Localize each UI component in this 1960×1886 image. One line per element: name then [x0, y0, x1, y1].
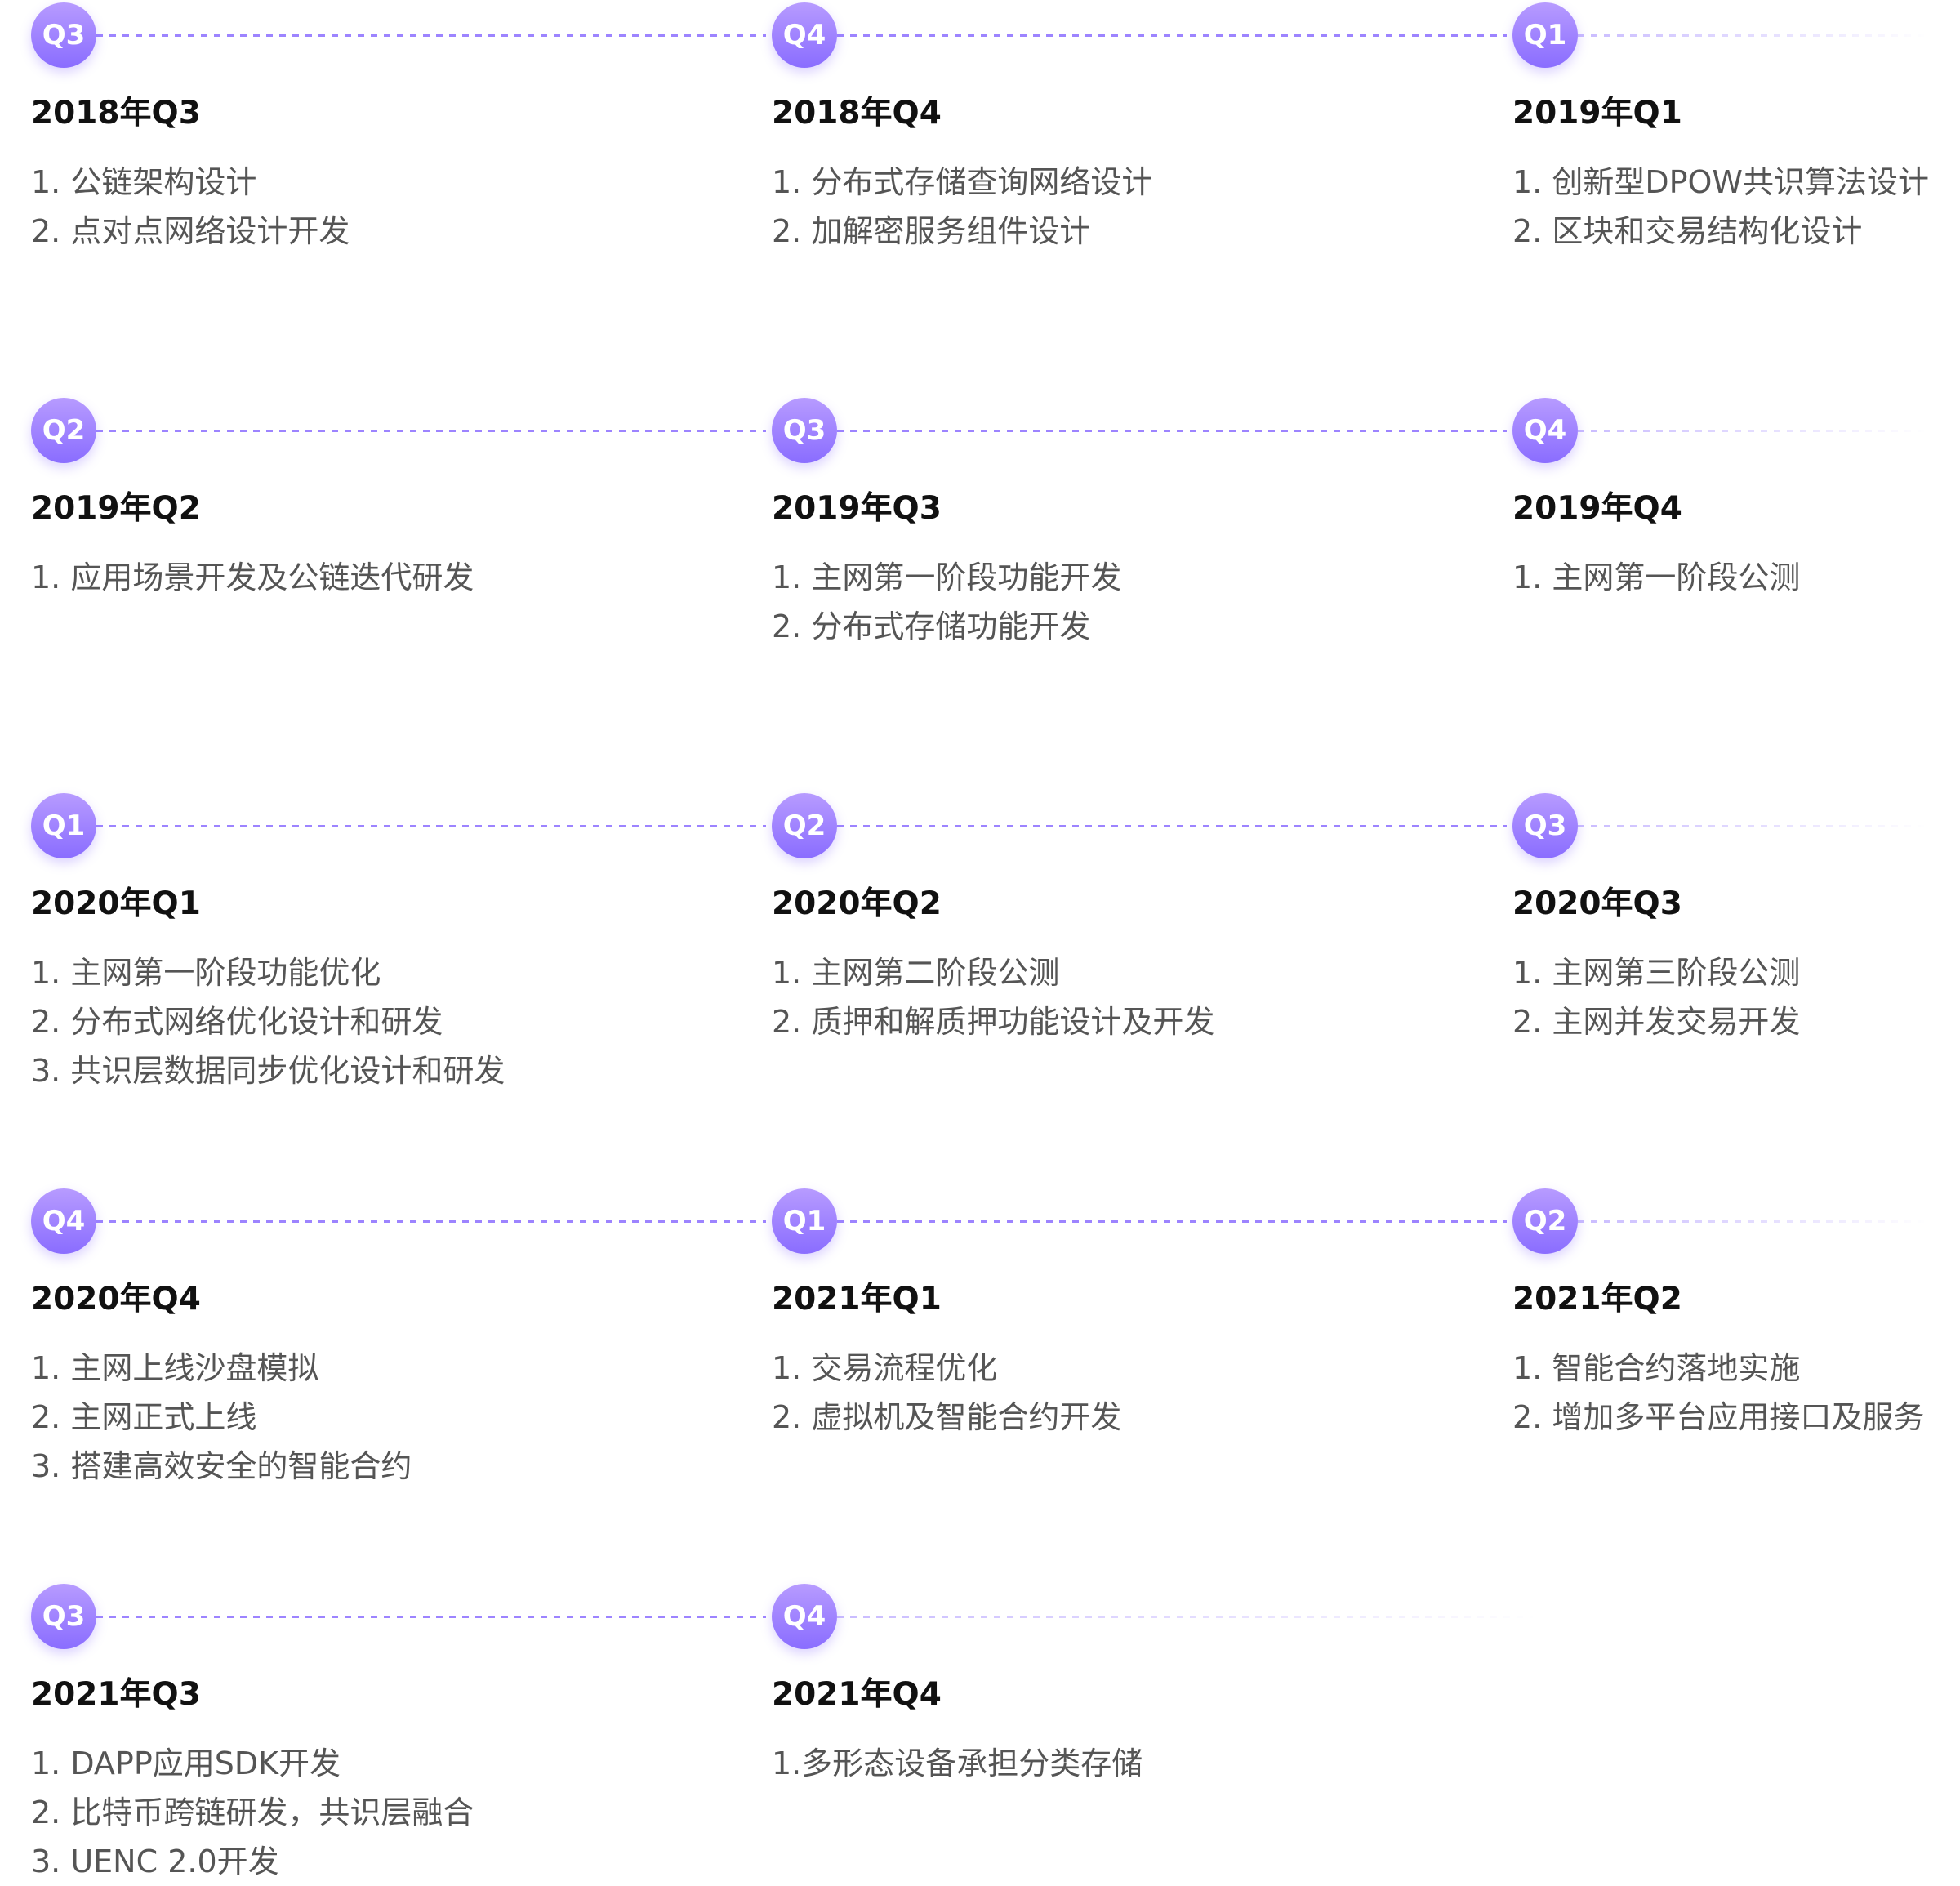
- task-item: 1. 交易流程优化: [772, 1350, 998, 1386]
- task-item: 1. DAPP应用SDK开发: [31, 1746, 341, 1781]
- task-item: 1. 主网上线沙盘模拟: [31, 1350, 319, 1386]
- milestone-period: 2020年Q2: [772, 885, 942, 922]
- task-item: 2. 增加多平台应用接口及服务: [1512, 1399, 1925, 1435]
- milestone-task-list: 1. 主网第一阶段公测: [1512, 553, 1800, 602]
- milestone-track: Q3: [772, 398, 1507, 463]
- milestone-period: 2019年Q3: [772, 490, 942, 527]
- quarter-badge: Q4: [31, 1188, 96, 1254]
- quarter-badge: Q2: [1512, 1188, 1578, 1254]
- milestone-track: Q2: [772, 793, 1507, 858]
- milestone-period: 2019年Q2: [31, 490, 201, 527]
- milestone-task-list: 1. 主网第一阶段功能优化 2. 分布式网络优化设计和研发 3. 共识层数据同步…: [31, 948, 505, 1095]
- dashed-connector-line: [1578, 34, 1929, 37]
- milestone-track: Q1: [772, 1188, 1507, 1254]
- milestone-track: Q4: [772, 1584, 1539, 1649]
- task-item: 2. 点对点网络设计开发: [31, 213, 350, 249]
- task-item: 2. 主网并发交易开发: [1512, 1004, 1801, 1040]
- milestone-track: Q2: [1512, 1188, 1960, 1254]
- milestone-period: 2020年Q1: [31, 885, 201, 922]
- dashed-connector-line: [96, 1220, 766, 1223]
- task-item: 2. 分布式存储功能开发: [772, 609, 1091, 644]
- milestone-period: 2019年Q1: [1512, 95, 1682, 132]
- milestone-period: 2021年Q1: [772, 1281, 942, 1318]
- task-item: 2. 加解密服务组件设计: [772, 213, 1091, 249]
- milestone-period: 2021年Q3: [31, 1676, 201, 1713]
- dashed-connector-line: [1578, 430, 1929, 432]
- dashed-connector-line: [1578, 1220, 1929, 1223]
- milestone-track: Q4: [772, 2, 1507, 68]
- milestone-track: Q4: [31, 1188, 766, 1254]
- task-item: 1. 主网第一阶段公测: [1512, 560, 1801, 595]
- milestone-task-list: 1. 主网上线沙盘模拟 2. 主网正式上线 3. 搭建高效安全的智能合约: [31, 1344, 412, 1491]
- quarter-badge: Q1: [31, 793, 96, 858]
- milestone-task-list: 1. DAPP应用SDK开发 2. 比特币跨链研发，共识层融合 3. UENC …: [31, 1739, 474, 1886]
- quarter-badge: Q3: [31, 1584, 96, 1649]
- milestone-task-list: 1. 公链架构设计 2. 点对点网络设计开发: [31, 158, 350, 256]
- task-item: 1. 主网第二阶段公测: [772, 955, 1060, 991]
- dashed-connector-line: [837, 825, 1507, 827]
- milestone-period: 2021年Q4: [772, 1676, 942, 1713]
- milestone-period: 2019年Q4: [1512, 490, 1682, 527]
- milestone-period: 2018年Q3: [31, 95, 201, 132]
- milestone-track: Q3: [31, 1584, 766, 1649]
- task-item: 1. 主网第一阶段功能优化: [31, 955, 381, 991]
- milestone-period: 2021年Q2: [1512, 1281, 1682, 1318]
- quarter-badge: Q3: [31, 2, 96, 68]
- milestone-track: Q3: [1512, 793, 1960, 858]
- quarter-badge: Q1: [772, 1188, 837, 1254]
- task-item: 2. 区块和交易结构化设计: [1512, 213, 1863, 249]
- dashed-connector-line: [837, 34, 1507, 37]
- milestone-task-list: 1. 主网第三阶段公测 2. 主网并发交易开发: [1512, 948, 1800, 1046]
- milestone-task-list: 1. 应用场景开发及公链迭代研发: [31, 553, 474, 602]
- milestone-task-list: 1. 创新型DPOW共识算法设计 2. 区块和交易结构化设计: [1512, 158, 1929, 256]
- task-item: 2. 主网正式上线: [31, 1399, 257, 1435]
- task-item: 1. 创新型DPOW共识算法设计: [1512, 164, 1929, 200]
- milestone-track: Q4: [1512, 398, 1960, 463]
- quarter-badge: Q2: [772, 793, 837, 858]
- quarter-badge: Q4: [772, 2, 837, 68]
- task-item: 1. 主网第三阶段公测: [1512, 955, 1801, 991]
- milestone-period: 2018年Q4: [772, 95, 942, 132]
- task-item: 2. 分布式网络优化设计和研发: [31, 1004, 443, 1040]
- task-item: 3. 共识层数据同步优化设计和研发: [31, 1053, 506, 1089]
- milestone-period: 2020年Q3: [1512, 885, 1682, 922]
- task-item: 2. 质押和解质押功能设计及开发: [772, 1004, 1215, 1040]
- task-item: 1. 应用场景开发及公链迭代研发: [31, 560, 474, 595]
- task-item: 1.多形态设备承担分类存储: [772, 1746, 1143, 1781]
- milestone-task-list: 1. 主网第二阶段公测 2. 质押和解质押功能设计及开发: [772, 948, 1214, 1046]
- task-item: 1. 公链架构设计: [31, 164, 257, 200]
- dashed-connector-line: [96, 825, 766, 827]
- task-item: 1. 分布式存储查询网络设计: [772, 164, 1153, 200]
- task-item: 3. 搭建高效安全的智能合约: [31, 1448, 412, 1484]
- milestone-task-list: 1. 分布式存储查询网络设计 2. 加解密服务组件设计: [772, 158, 1152, 256]
- milestone-period: 2020年Q4: [31, 1281, 201, 1318]
- task-item: 2. 比特币跨链研发，共识层融合: [31, 1795, 474, 1830]
- dashed-connector-line: [96, 430, 766, 432]
- milestone-task-list: 1. 智能合约落地实施 2. 增加多平台应用接口及服务: [1512, 1344, 1924, 1442]
- task-item: 3. UENC 2.0开发: [31, 1844, 279, 1879]
- dashed-connector-line: [1578, 825, 1929, 827]
- milestone-track: Q1: [1512, 2, 1960, 68]
- task-item: 1. 智能合约落地实施: [1512, 1350, 1801, 1386]
- dashed-connector-line: [837, 430, 1507, 432]
- milestone-task-list: 1. 交易流程优化 2. 虚拟机及智能合约开发: [772, 1344, 1121, 1442]
- dashed-connector-line: [96, 1616, 766, 1618]
- milestone-task-list: 1. 主网第一阶段功能开发 2. 分布式存储功能开发: [772, 553, 1121, 651]
- quarter-badge: Q3: [1512, 793, 1578, 858]
- dashed-connector-line: [837, 1220, 1507, 1223]
- milestone-track: Q1: [31, 793, 766, 858]
- milestone-track: Q3: [31, 2, 766, 68]
- quarter-badge: Q3: [772, 398, 837, 463]
- milestone-task-list: 1.多形态设备承担分类存储: [772, 1739, 1143, 1788]
- dashed-connector-line: [96, 34, 766, 37]
- quarter-badge: Q4: [772, 1584, 837, 1649]
- quarter-badge: Q1: [1512, 2, 1578, 68]
- quarter-badge: Q2: [31, 398, 96, 463]
- task-item: 1. 主网第一阶段功能开发: [772, 560, 1122, 595]
- milestone-track: Q2: [31, 398, 766, 463]
- task-item: 2. 虚拟机及智能合约开发: [772, 1399, 1122, 1435]
- quarter-badge: Q4: [1512, 398, 1578, 463]
- dashed-connector-line: [837, 1616, 1539, 1618]
